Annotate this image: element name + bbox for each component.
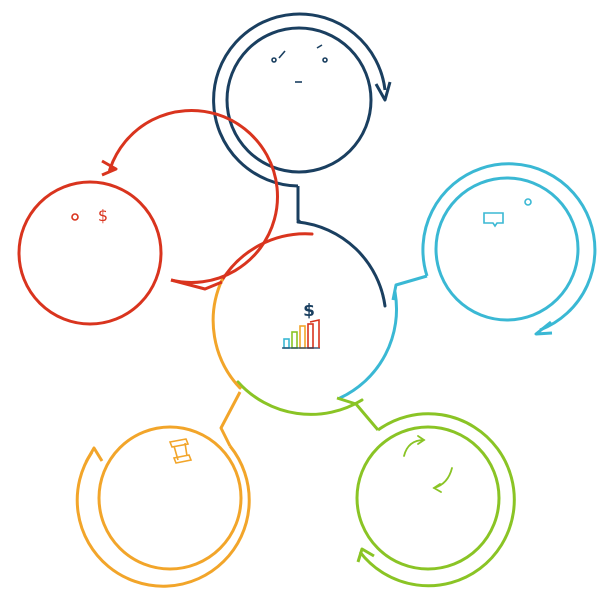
- node-right-outer-ring: [421, 162, 597, 332]
- scroll-icon: [168, 438, 193, 464]
- node-bottom-left-arrowhead: [84, 446, 104, 463]
- node-left-outer-ring: [107, 108, 279, 284]
- node-top-arrowhead: [374, 81, 392, 102]
- node-bottom-left-inner-circle: [97, 425, 243, 571]
- node-bottom-right-arrowhead: [356, 547, 375, 563]
- hub: [211, 220, 399, 416]
- hub-dollar-symbol: $: [303, 301, 315, 321]
- node-top-inner-circle: [225, 26, 373, 174]
- node-bottom-right: [355, 412, 516, 588]
- coin-dollar-icon: $: [71, 206, 108, 225]
- chat-bubble-icon: [483, 198, 532, 228]
- node-left-dollar-symbol: $: [98, 206, 108, 225]
- node-left: [17, 108, 279, 326]
- hub-arc-orange: [211, 278, 242, 390]
- hub-arc-navy: [296, 220, 387, 308]
- connector-bottom-left: [219, 391, 242, 447]
- hub-arc-red: [219, 232, 314, 284]
- node-bottom-left: [75, 425, 251, 588]
- connector-bottom-right: [336, 396, 380, 431]
- node-left-arrowhead: [101, 159, 118, 177]
- node-left-inner-circle: [17, 180, 163, 326]
- smiley-face-icon: [271, 44, 328, 83]
- connector-right: [391, 274, 428, 301]
- node-right-arrowhead: [534, 320, 553, 336]
- hub-arc-cyan: [338, 290, 399, 400]
- node-top: [212, 12, 392, 188]
- node-right: [421, 162, 597, 336]
- node-bottom-right-outer-ring: [358, 412, 516, 588]
- hub-arc-green: [236, 380, 364, 416]
- bar-chart-icon: $: [282, 301, 320, 349]
- node-right-inner-circle: [434, 176, 580, 322]
- refresh-arrows-icon: [403, 435, 453, 493]
- connectors: [170, 186, 428, 447]
- connector-top: [296, 186, 302, 224]
- node-top-outer-ring: [212, 12, 387, 188]
- node-bottom-left-outer-ring: [75, 445, 251, 588]
- node-bottom-right-inner-circle: [355, 425, 501, 571]
